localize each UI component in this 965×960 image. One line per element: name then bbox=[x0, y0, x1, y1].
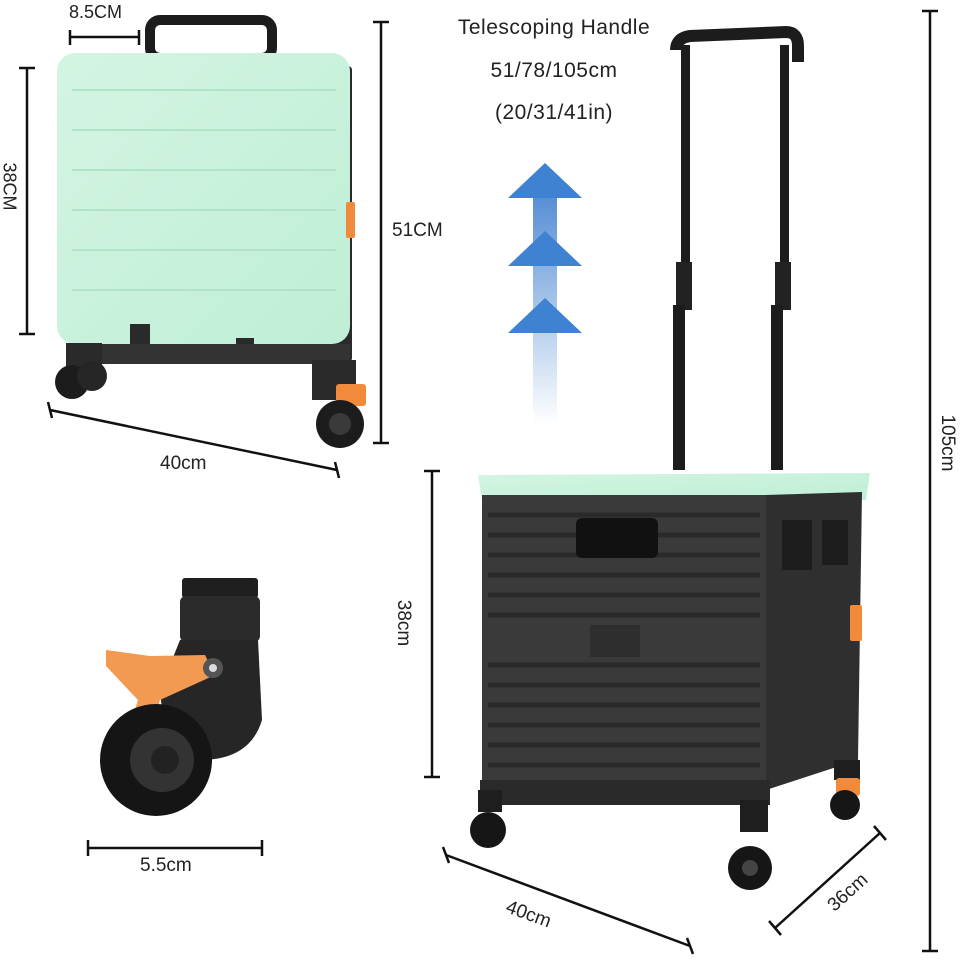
total-height-label: 105cm bbox=[937, 414, 958, 472]
box-height-label: 38cm bbox=[393, 599, 414, 647]
folded-height-label: 38CM bbox=[0, 162, 20, 211]
folded-cart bbox=[55, 15, 366, 448]
handle-title: Telescoping Handle bbox=[457, 16, 651, 39]
folded-width-label: 40cm bbox=[160, 453, 207, 474]
handle-heights-in: (20/31/41in) bbox=[494, 101, 614, 124]
up-arrows-icon bbox=[508, 163, 582, 425]
cart bbox=[470, 25, 870, 890]
folded-dimension-lines bbox=[19, 20, 389, 479]
wheel-dimension-line bbox=[86, 840, 264, 856]
folded-thickness-label: 8.5CM bbox=[69, 2, 123, 22]
folded-length-label: 51CM bbox=[392, 220, 443, 241]
wheel-detail bbox=[100, 578, 262, 816]
wheel-diameter-label: 5.5cm bbox=[140, 855, 192, 876]
cart-dimension-lines bbox=[424, 9, 938, 955]
handle-heights-cm: 51/78/105cm bbox=[490, 59, 618, 82]
